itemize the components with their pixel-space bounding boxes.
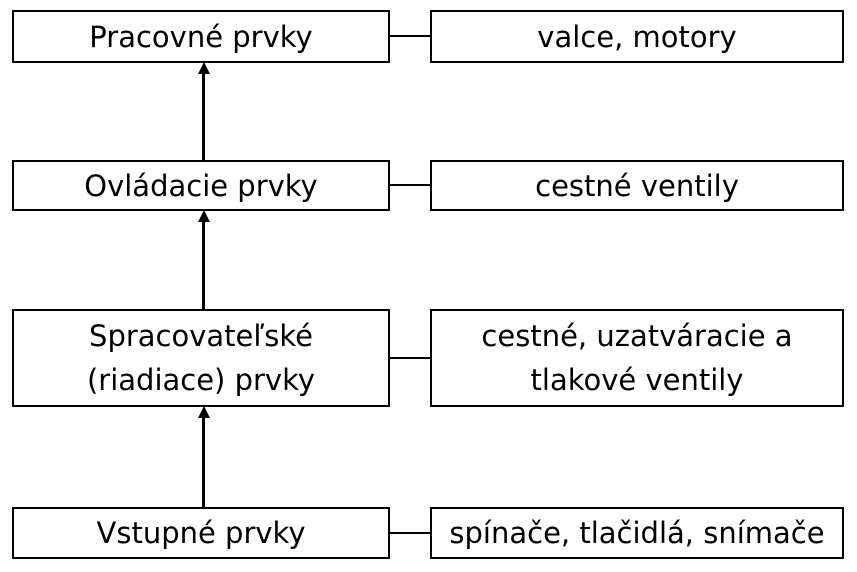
label-spracovatelske-line1: Spracovateľské: [89, 319, 313, 353]
box-valce-motory: valce, motory: [430, 10, 844, 63]
arrow-shaft-1-to-0: [202, 72, 205, 160]
connector-line-2: [390, 357, 430, 359]
box-cestne-uzatvaracie-tlakove: cestné, uzatváracie a tlakové ventily: [430, 309, 844, 407]
label-spracovatelske-line2: (riadiace) prvky: [86, 363, 316, 397]
label-valce-motory: valce, motory: [537, 19, 737, 54]
arrowhead-2-to-1: [197, 210, 210, 222]
label-vstupne-prvky: Vstupné prvky: [96, 516, 306, 550]
label-cestne-ventily: cestné ventily: [535, 168, 739, 203]
arrow-shaft-3-to-2: [202, 416, 205, 507]
box-ovladacie-prvky: Ovládacie prvky: [12, 160, 390, 211]
arrow-shaft-2-to-1: [202, 220, 205, 309]
label-ovladacie-prvky: Ovládacie prvky: [84, 168, 318, 203]
label-spinace-tlacidla-snimace: spínače, tlačidlá, snímače: [449, 516, 825, 550]
connector-line-3: [390, 532, 430, 534]
arrowhead-3-to-2: [197, 406, 210, 418]
arrowhead-1-to-0: [197, 62, 210, 74]
box-cestne-ventily: cestné ventily: [430, 160, 844, 211]
box-spinace-tlacidla-snimace: spínače, tlačidlá, snímače: [430, 507, 844, 559]
label-cestne-uzatvaracie-line1: cestné, uzatváracie a: [481, 319, 793, 353]
connector-line-0: [390, 35, 430, 37]
box-vstupne-prvky: Vstupné prvky: [12, 507, 390, 559]
label-tlakove-ventily-line2: tlakové ventily: [530, 363, 744, 397]
label-pracovne-prvky: Pracovné prvky: [89, 19, 313, 54]
box-pracovne-prvky: Pracovné prvky: [12, 10, 390, 63]
connector-line-1: [390, 184, 430, 186]
box-spracovatelske-prvky: Spracovateľské (riadiace) prvky: [12, 309, 390, 407]
